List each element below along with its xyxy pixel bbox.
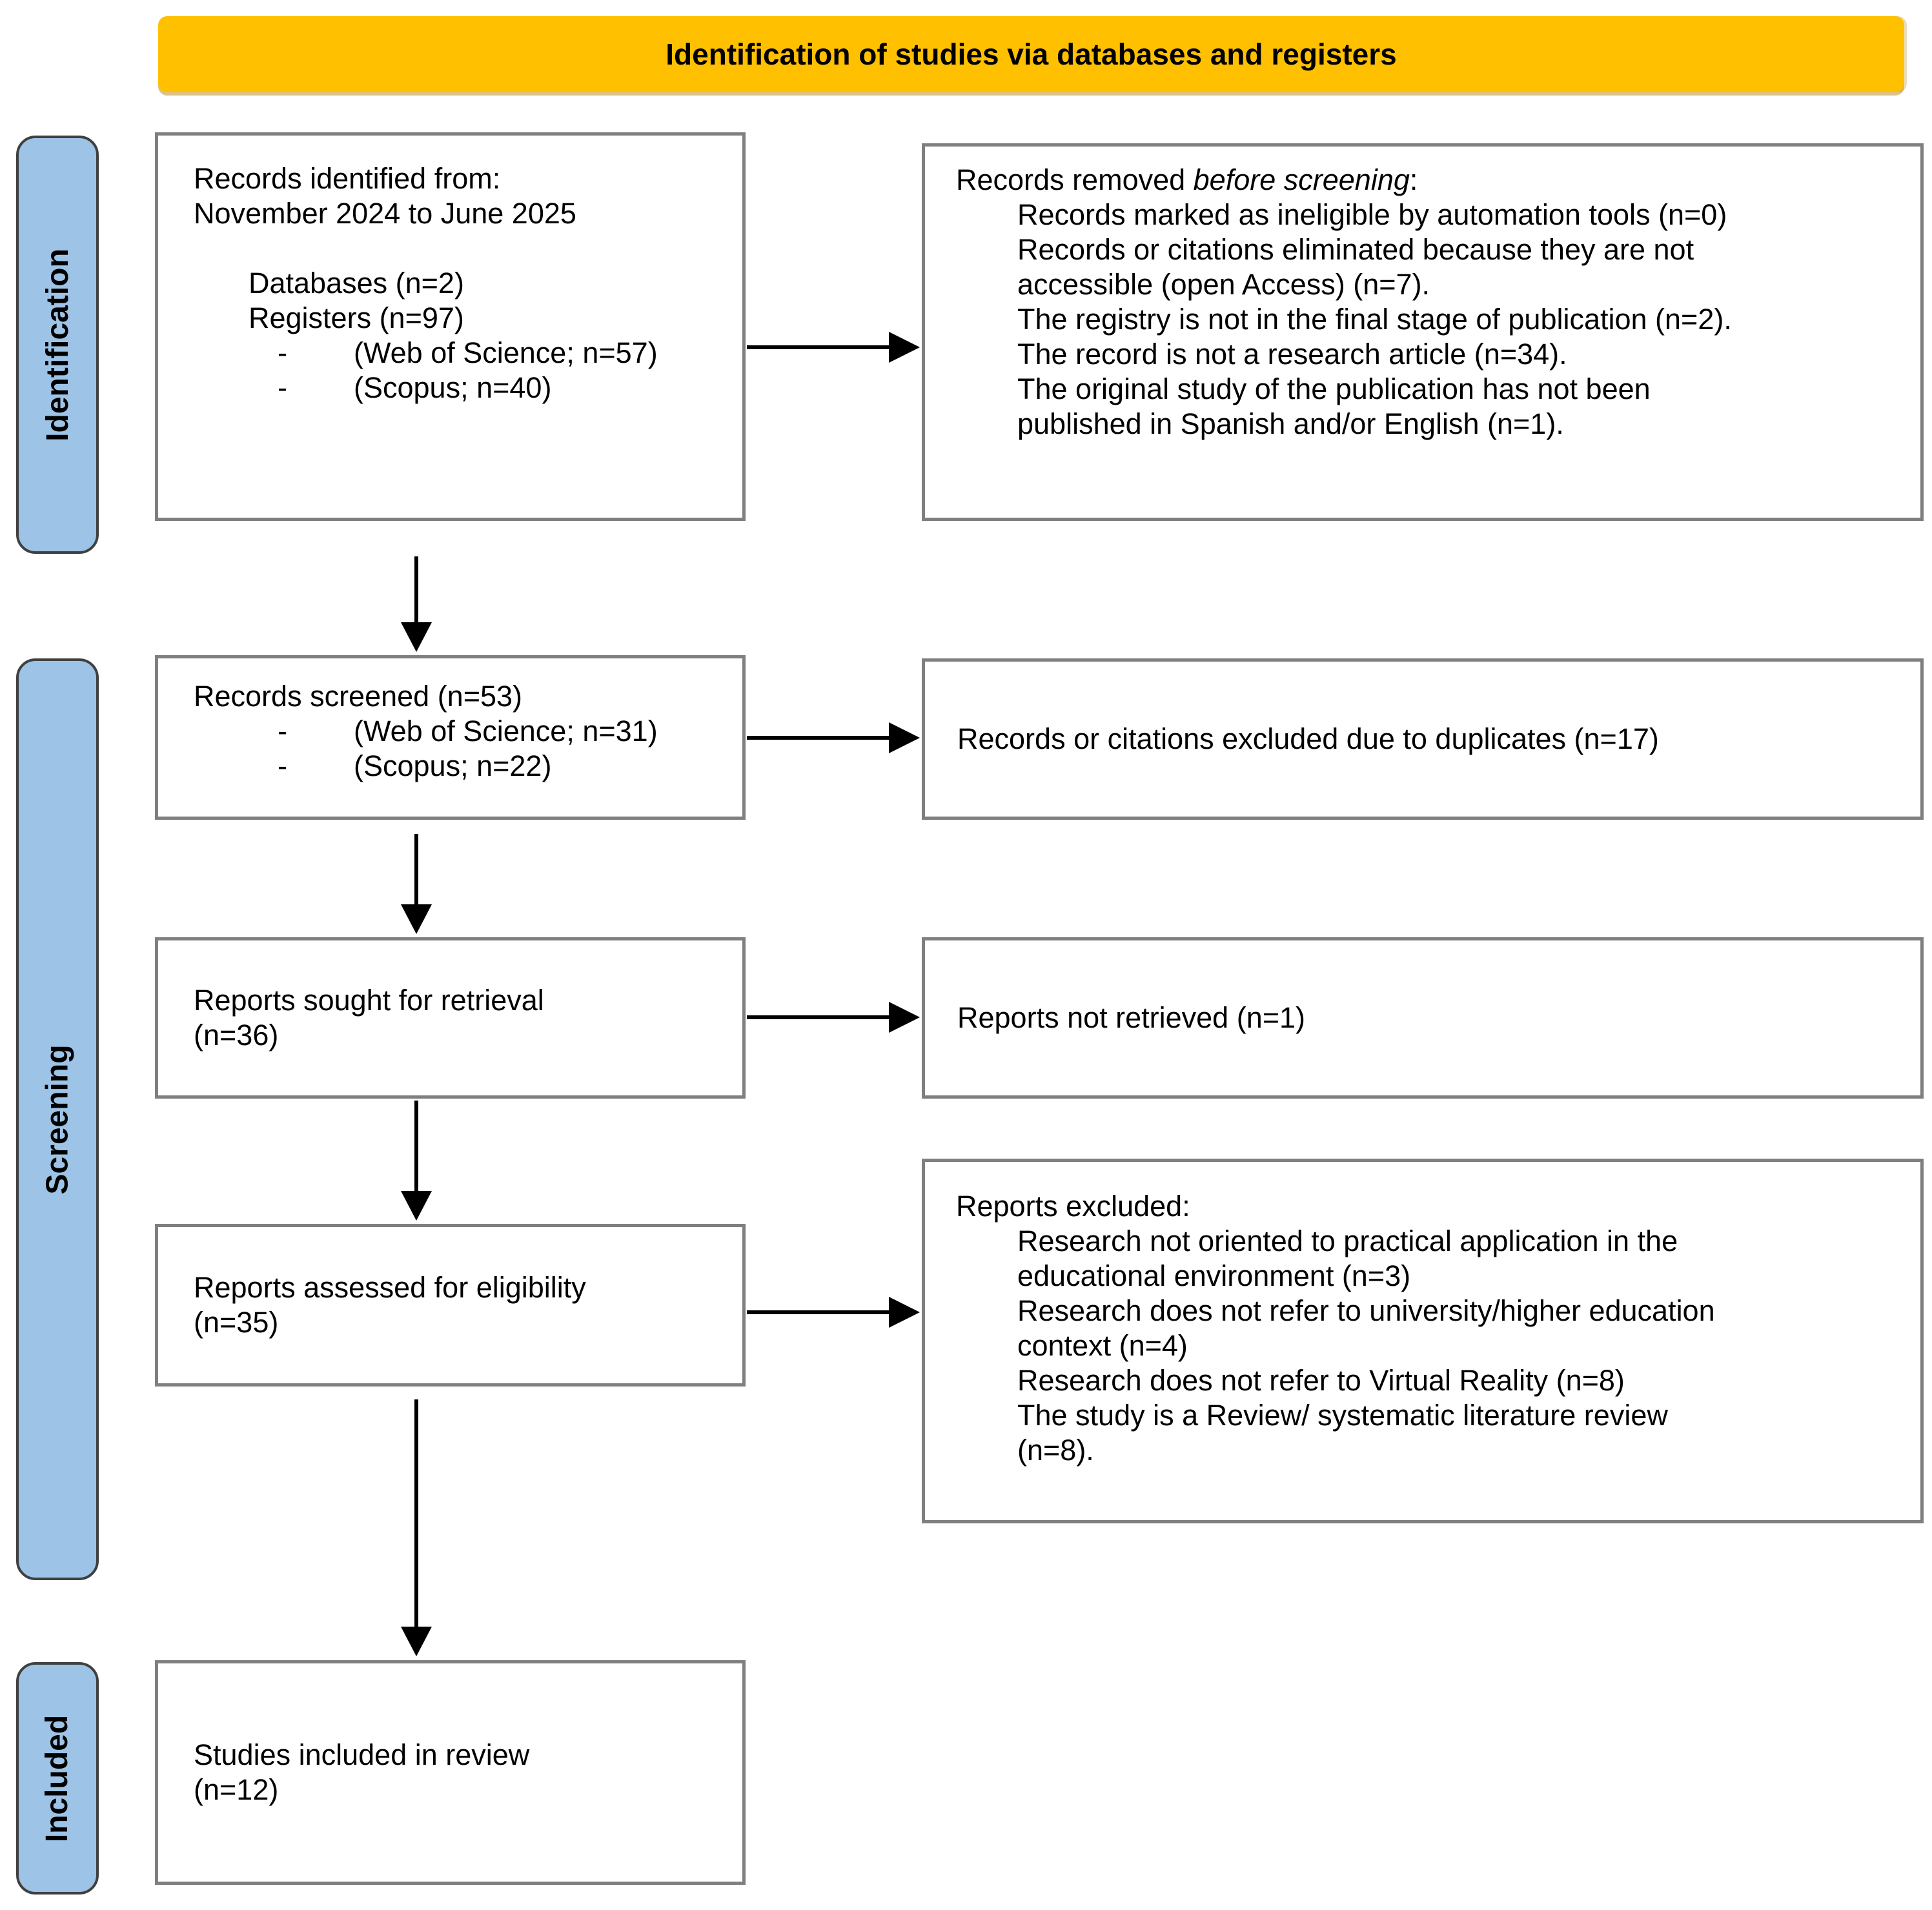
box-records-identified: Records identified from: November 2024 t… (155, 132, 746, 521)
records-screened-line1: Records screened (n=53) (194, 680, 523, 713)
arrow-shaft (414, 556, 418, 622)
arrow-head-down-icon (401, 1627, 432, 1656)
dash-bullet: - (278, 371, 287, 404)
arrow-head-right-icon (889, 722, 920, 753)
stage-label-included: Included (16, 1662, 99, 1895)
arrow-down-sought-to-assessed (401, 1101, 432, 1221)
records-screened-wos-text: (Web of Science; n=31) (354, 715, 658, 747)
arrow-shaft (747, 1310, 889, 1314)
records-removed-item-language: The original study of the publication ha… (1017, 372, 1651, 440)
records-removed-item-automation: Records marked as ineligible by automati… (1017, 198, 1727, 231)
box-reports-assessed: Reports assessed for eligibility (n=35) (155, 1224, 746, 1387)
records-screened-scopus-text: (Scopus; n=22) (354, 749, 552, 782)
dash-bullet: - (278, 749, 287, 782)
records-removed-item-not-accessible: Records or citations eliminated because … (1017, 233, 1694, 301)
reports-sought-line2: (n=36) (194, 1019, 279, 1052)
records-removed-title-italic: before screening (1193, 163, 1410, 196)
banner-title: Identification of studies via databases … (666, 37, 1397, 71)
arrow-right-screened-to-duplicates (747, 722, 920, 753)
records-removed-item-not-research-article: The record is not a research article (n=… (1017, 338, 1567, 371)
stage-label-screening: Screening (16, 658, 99, 1580)
stage-label-identification-text: Identification (40, 248, 75, 442)
records-identified-wos: - (Web of Science; n=57) (278, 336, 710, 371)
records-identified-line2: November 2024 to June 2025 (194, 197, 576, 230)
arrow-head-right-icon (889, 332, 920, 363)
duplicates-excluded-text: Records or citations excluded due to dup… (957, 722, 1659, 755)
studies-included-line1: Studies included in review (194, 1738, 530, 1771)
box-studies-included: Studies included in review (n=12) (155, 1660, 746, 1885)
arrow-down-identified-to-screened (401, 556, 432, 652)
box-reports-excluded: Reports excluded: Research not oriented … (922, 1159, 1924, 1523)
arrow-down-assessed-to-included (401, 1399, 432, 1656)
arrow-head-right-icon (889, 1297, 920, 1328)
arrow-right-identified-to-removed (747, 332, 920, 363)
box-records-screened: Records screened (n=53) - (Web of Scienc… (155, 655, 746, 820)
arrow-shaft (414, 1399, 418, 1627)
reports-excluded-item-university-context: Research does not refer to university/hi… (1017, 1294, 1715, 1362)
dash-bullet: - (278, 336, 287, 369)
records-identified-wos-text: (Web of Science; n=57) (354, 336, 658, 369)
reports-excluded-item-virtual-reality: Research does not refer to Virtual Reali… (1017, 1364, 1625, 1397)
records-removed-item-registry-stage: The registry is not in the final stage o… (1017, 303, 1732, 336)
arrow-shaft (414, 834, 418, 904)
reports-not-retrieved-text: Reports not retrieved (n=1) (957, 1001, 1306, 1034)
arrow-head-down-icon (401, 622, 432, 652)
stage-label-included-text: Included (40, 1714, 75, 1842)
arrow-shaft (747, 345, 889, 349)
banner-identification-of-studies: Identification of studies via databases … (158, 16, 1904, 92)
reports-excluded-item-practical-application: Research not oriented to practical appli… (1017, 1224, 1678, 1292)
records-removed-title-prefix: Records removed (956, 163, 1194, 196)
arrow-head-right-icon (889, 1002, 920, 1033)
records-identified-line1: Records identified from: (194, 162, 501, 195)
reports-assessed-line1: Reports assessed for eligibility (194, 1271, 586, 1304)
reports-sought-line1: Reports sought for retrieval (194, 984, 544, 1017)
box-duplicates-excluded: Records or citations excluded due to dup… (922, 658, 1924, 820)
reports-excluded-item-review: The study is a Review/ systematic litera… (1017, 1399, 1668, 1467)
box-reports-sought: Reports sought for retrieval (n=36) (155, 937, 746, 1099)
arrow-shaft (747, 1015, 889, 1019)
arrow-head-down-icon (401, 1191, 432, 1221)
arrow-shaft (414, 1101, 418, 1191)
arrow-shaft (747, 736, 889, 740)
records-removed-title: Records removed before screening: (956, 163, 1891, 198)
records-identified-scopus-text: (Scopus; n=40) (354, 371, 552, 404)
spacer (194, 231, 710, 266)
arrow-head-down-icon (401, 904, 432, 934)
studies-included-line2: (n=12) (194, 1773, 279, 1806)
records-removed-title-suffix: : (1409, 163, 1418, 196)
records-identified-databases: Databases (n=2) (249, 267, 464, 300)
records-identified-scopus: - (Scopus; n=40) (278, 371, 710, 405)
stage-label-screening-text: Screening (40, 1044, 75, 1195)
reports-excluded-title: Reports excluded: (956, 1190, 1190, 1223)
stage-label-identification: Identification (16, 136, 99, 554)
records-identified-registers: Registers (n=97) (249, 301, 464, 334)
box-records-removed: Records removed before screening: Record… (922, 143, 1924, 521)
records-screened-wos: - (Web of Science; n=31) (278, 714, 710, 749)
dash-bullet: - (278, 715, 287, 747)
reports-assessed-line2: (n=35) (194, 1306, 279, 1339)
box-reports-not-retrieved: Reports not retrieved (n=1) (922, 937, 1924, 1099)
arrow-right-sought-to-not-retrieved (747, 1002, 920, 1033)
records-screened-scopus: - (Scopus; n=22) (278, 749, 710, 784)
arrow-down-screened-to-sought (401, 834, 432, 934)
arrow-right-assessed-to-excluded (747, 1297, 920, 1328)
